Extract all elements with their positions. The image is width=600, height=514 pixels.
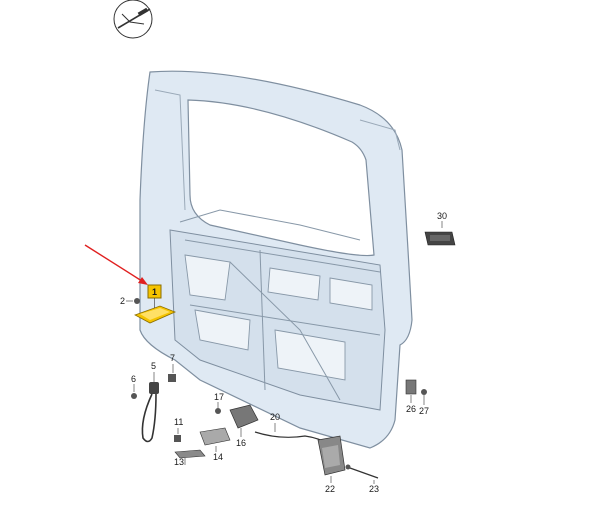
callout-16-label: 16 [236, 438, 246, 448]
part-1-highlighted[interactable]: 1 [134, 284, 177, 324]
callout-2-label: 2 [120, 296, 125, 306]
part-27[interactable]: 27 [419, 389, 429, 416]
part-13[interactable]: 13 [174, 449, 206, 467]
part-22[interactable]: 22 [317, 435, 346, 494]
callout-11-label: 11 [174, 417, 183, 427]
callout-5-label: 5 [151, 361, 156, 371]
callout-26-label: 26 [406, 404, 416, 414]
brand-emblem-icon [113, 0, 153, 39]
part-17[interactable]: 17 [214, 392, 224, 414]
callout-14-label: 14 [213, 452, 223, 462]
part-5[interactable]: 5 [141, 361, 159, 443]
callout-22-label: 22 [325, 484, 335, 494]
callout-20-label: 20 [270, 412, 280, 422]
part-16[interactable]: 16 [229, 404, 259, 448]
callout-27-label: 27 [419, 406, 429, 416]
part-7[interactable]: 7 [168, 353, 176, 382]
tailgate-body [139, 70, 413, 449]
callout-7-label: 7 [170, 353, 175, 363]
callout-6-label: 6 [131, 374, 136, 384]
callout-13-label: 13 [174, 457, 184, 467]
pointer-arrow-icon [84, 244, 148, 285]
part-6[interactable]: 6 [131, 374, 137, 399]
callout-17-label: 17 [214, 392, 224, 402]
part-23[interactable]: 23 [345, 464, 380, 495]
part-2[interactable]: 2 [120, 296, 140, 306]
callout-30-label: 30 [437, 211, 447, 221]
callout-1-label: 1 [152, 287, 157, 297]
part-26[interactable]: 26 [405, 379, 417, 414]
part-11[interactable]: 11 [174, 417, 183, 442]
callout-23-label: 23 [369, 484, 379, 494]
part-14[interactable]: 14 [199, 427, 231, 462]
part-30[interactable]: 30 [424, 211, 456, 246]
